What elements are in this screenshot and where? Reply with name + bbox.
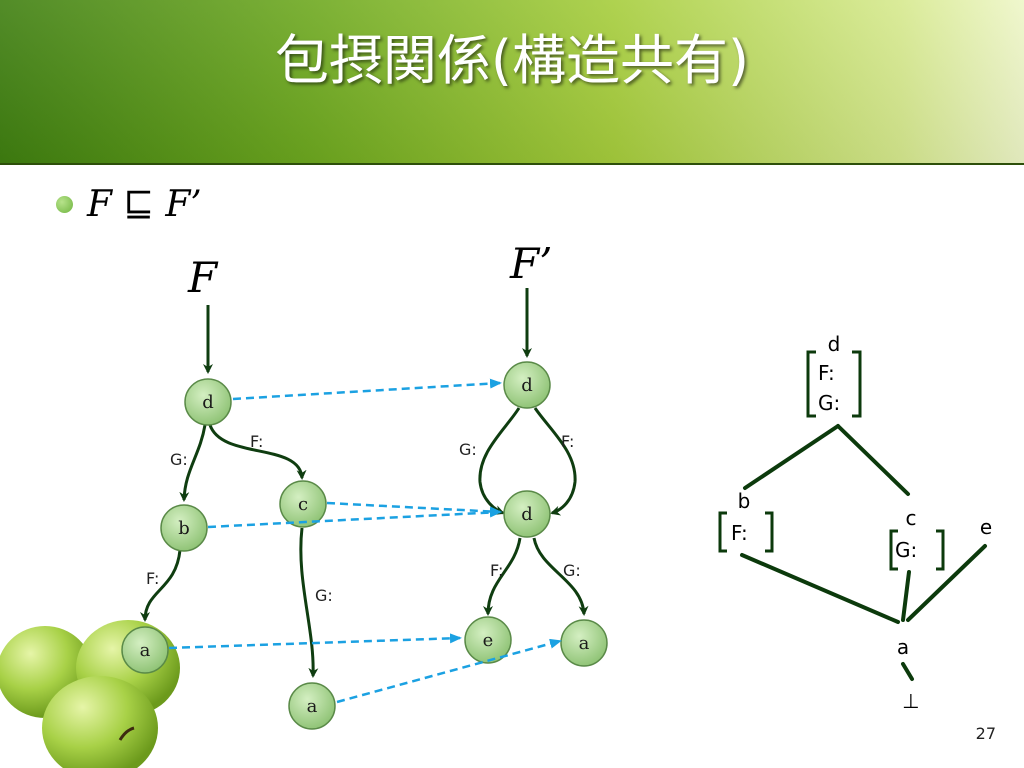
lattice-bottom-symbol: ⊥ (902, 689, 919, 713)
graph-f-edge-label-d-c: F: (250, 432, 263, 451)
graph-f-edge-label-d-b: G: (170, 450, 188, 469)
graph-f2-node-d2-label: d (521, 504, 533, 525)
graph-f-node-c: c (279, 480, 327, 528)
mapping-arrow-d-d (232, 378, 502, 401)
lattice-top-type: d (828, 332, 841, 356)
slide-title: 包摂関係(構造共有) (274, 29, 750, 92)
graph-f-edge-b-a (140, 549, 182, 622)
graph-f2-node-e-label: e (483, 630, 494, 651)
graph-f-edge-d-c (208, 424, 307, 480)
bullet-text: F ⊑ F’ (87, 183, 202, 225)
graph-f-edge-label-c-a: G: (315, 586, 333, 605)
lattice-c-bracket-right (936, 529, 945, 571)
lattice-c-feature-g: G: (895, 538, 917, 562)
graph-f-node-a1-label: a (140, 640, 151, 661)
lattice-edge-d-c (836, 424, 910, 496)
lattice-edge-c-a (901, 570, 911, 622)
lattice-brackets (718, 350, 945, 571)
graph-f-node-a2: a (288, 682, 336, 730)
graph-f2-edge-label-d-e: F: (490, 561, 503, 580)
graph-f2-edge-label-f: F: (561, 432, 574, 451)
title-banner (0, 0, 1024, 165)
graph-f2-node-d2: d (503, 490, 551, 538)
graph-f-node-c-label: c (298, 494, 308, 515)
graph-f-edge-label-b-a: F: (146, 569, 159, 588)
graph-f2-root-label: F’ (509, 239, 553, 288)
bullet-dot-icon (56, 195, 73, 213)
graph-f-node-b-label: b (178, 518, 190, 539)
page-number: 27 (975, 724, 996, 743)
graph-f-edge-d-b (179, 424, 207, 502)
apple-shape (42, 676, 158, 768)
lattice-b-bracket-right (765, 511, 774, 553)
graph-f2-node-d1: d (503, 361, 551, 409)
graph-f2-node-e: e (464, 616, 512, 664)
lattice-b-type: b (738, 489, 751, 513)
lattice-c-type: c (906, 506, 917, 530)
graph-f-edge-c-a (299, 527, 319, 678)
lattice-c-bracket-left (889, 529, 898, 571)
lattice-e-type: e (980, 515, 992, 539)
bullet-item: F ⊑ F’ (56, 183, 202, 225)
lattice-b-bracket-left (718, 511, 727, 553)
lattice-top-feature-f: F: (818, 361, 835, 385)
graph-f2-node-d1-label: d (521, 375, 533, 396)
type-lattice-lines (740, 424, 987, 681)
lattice-b-feature-f: F: (731, 521, 748, 545)
graph-f-node-a1: a (121, 626, 169, 674)
graph-f-node-d-label: d (202, 392, 214, 413)
lattice-edge-e-a (906, 544, 987, 622)
graph-f-node-a2-label: a (307, 696, 318, 717)
lattice-top-bracket-left (806, 350, 816, 418)
graph-f2-edge-label-g: G: (459, 440, 477, 459)
lattice-a-type: a (897, 635, 909, 659)
graph-f2-edge-d-a (532, 537, 589, 616)
lattice-edge-a-bottom (901, 662, 914, 681)
graph-f-node-b: b (160, 504, 208, 552)
mapping-arrow-c-d (326, 501, 502, 517)
graph-f2-edge-d-d-right (533, 407, 577, 516)
lattice-edge-d-b (743, 424, 840, 490)
graph-f-node-d: d (184, 378, 232, 426)
lattice-edge-b-a (740, 553, 900, 624)
mapping-arrow-a-e (168, 633, 462, 650)
graph-f2-edge-label-d-a: G: (563, 561, 581, 580)
lattice-top-bracket-right (852, 350, 862, 418)
mapping-arrow-a-a (336, 638, 562, 704)
mapping-arrow-b-d (207, 507, 502, 529)
lattice-top-feature-g: G: (818, 391, 840, 415)
graph-f2-node-a-label: a (579, 633, 590, 654)
graph-f2-edge-d-e (483, 537, 522, 616)
graph-f-root-label: F (187, 253, 219, 302)
apple-stem-icon (118, 726, 135, 741)
graph-f2-node-a: a (560, 619, 608, 667)
